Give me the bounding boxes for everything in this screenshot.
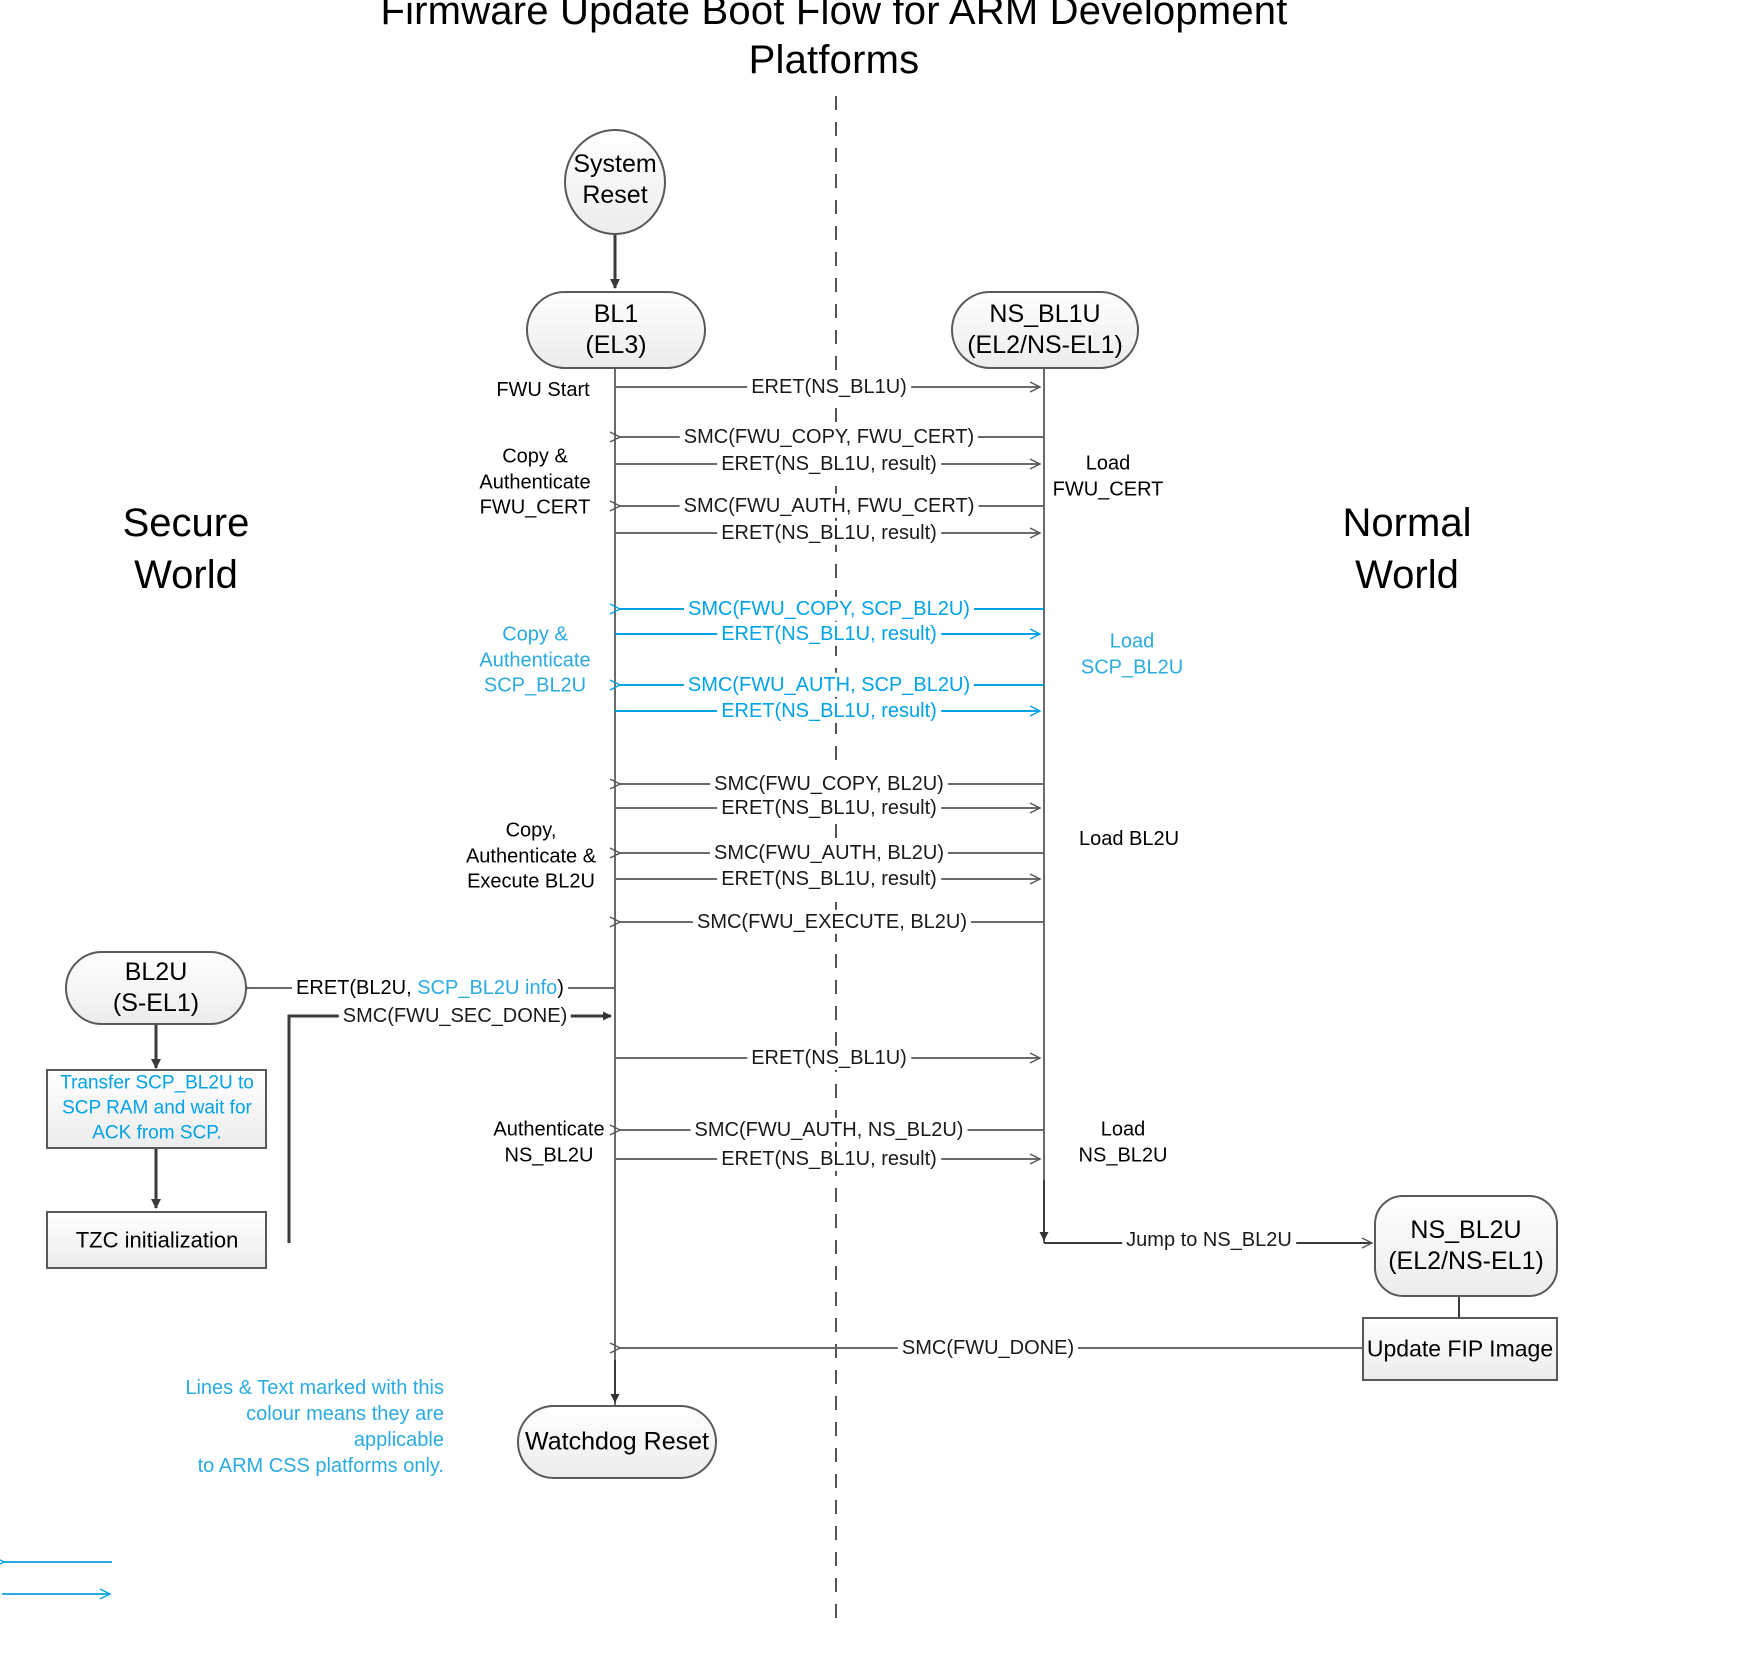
- node-bl1-shape: [526, 291, 706, 369]
- node-system-reset-label: System Reset: [573, 149, 657, 209]
- right-note-load-fwu-cert: Load FWU_CERT: [1052, 452, 1164, 500]
- node-bl2u-label: BL2U (S-EL1): [112, 957, 200, 1017]
- message-label-m14: SMC(FWU_EXECUTE, BL2U): [692, 909, 972, 935]
- message-label-m3: ERET(NS_BL1U, result): [717, 451, 941, 477]
- secure-world-label: Secure World: [122, 501, 250, 597]
- message-label-m6: SMC(FWU_COPY, SCP_BL2U): [684, 596, 974, 622]
- message-label-m11: ERET(NS_BL1U, result): [717, 795, 941, 821]
- left-note-copy-auth-scp-bl2u: Copy & Authenticate SCP_BL2U: [479, 623, 591, 697]
- node-tzc-box-shape: [46, 1211, 267, 1269]
- message-label-m7: ERET(NS_BL1U, result): [717, 621, 941, 647]
- page-title: Firmware Update Boot Flow for ARM Develo…: [380, 0, 1288, 82]
- eret-bl2u-cyan-part: SCP_BL2U info: [417, 976, 558, 999]
- node-watchdog-reset-label: Watchdog Reset: [525, 1427, 709, 1456]
- node-transfer-box-shape: [46, 1069, 267, 1149]
- normal-world-label: Normal World: [1342, 501, 1472, 597]
- node-update-fip-label: Update FIP Image: [1366, 1335, 1554, 1362]
- message-label-m15: SMC(FWU_SEC_DONE): [338, 1003, 572, 1029]
- legend-label: Lines & Text marked with this colour mea…: [185, 1377, 444, 1477]
- node-ns-bl1u-shape: [951, 291, 1139, 369]
- message-label-m2: SMC(FWU_COPY, FWU_CERT): [679, 424, 979, 450]
- left-note-fwu-start: FWU Start: [496, 379, 590, 402]
- node-system-reset-shape: [564, 129, 666, 235]
- message-label-m10: SMC(FWU_COPY, BL2U): [710, 771, 948, 797]
- message-label-m8: SMC(FWU_AUTH, SCP_BL2U): [683, 672, 975, 698]
- left-note-copy-auth-fwu-cert: Copy & Authenticate FWU_CERT: [479, 445, 591, 519]
- right-note-load-scp-bl2u: Load SCP_BL2U: [1080, 630, 1184, 678]
- message-label-m13: ERET(NS_BL1U, result): [717, 866, 941, 892]
- right-note-load-ns-bl2u: Load NS_BL2U: [1078, 1118, 1168, 1166]
- message-label-m17: SMC(FWU_AUTH, NS_BL2U): [690, 1117, 968, 1143]
- message-label-m1: ERET(NS_BL1U): [747, 374, 911, 400]
- node-update-fip-shape: [1362, 1317, 1558, 1381]
- node-ns-bl1u-label: NS_BL1U (EL2/NS-EL1): [967, 299, 1123, 359]
- message-label-m4: SMC(FWU_AUTH, FWU_CERT): [679, 493, 979, 519]
- message-label-m18: ERET(NS_BL1U, result): [717, 1146, 941, 1172]
- message-label-m9: ERET(NS_BL1U, result): [717, 698, 941, 724]
- node-tzc-box-label: TZC initialization: [75, 1227, 239, 1253]
- node-ns-bl2u-label: NS_BL2U (EL2/NS-EL1): [1388, 1215, 1544, 1275]
- message-label-m16: ERET(NS_BL1U): [747, 1045, 911, 1071]
- node-bl1-label: BL1 (EL3): [585, 299, 647, 359]
- message-label-m5: ERET(NS_BL1U, result): [717, 520, 941, 546]
- node-watchdog-reset-shape: [517, 1405, 717, 1479]
- message-label-m12: SMC(FWU_AUTH, BL2U): [709, 840, 949, 866]
- eret-bl2u-suffix: ): [557, 976, 564, 999]
- left-note-authenticate-ns-bl2u: Authenticate NS_BL2U: [493, 1118, 605, 1166]
- left-note-copy-auth-exec-bl2u: Copy, Authenticate & Execute BL2U: [465, 819, 597, 893]
- message-label-eret-bl2u: ERET(BL2U, SCP_BL2U info): [292, 975, 568, 1001]
- node-transfer-box-label: Transfer SCP_BL2U to SCP RAM and wait fo…: [60, 1072, 254, 1144]
- node-ns-bl2u-shape: [1374, 1195, 1558, 1297]
- eret-bl2u-prefix: ERET(BL2U,: [296, 976, 418, 999]
- right-note-load-bl2u: Load BL2U: [1078, 828, 1180, 851]
- message-label-m19: Jump to NS_BL2U: [1122, 1227, 1296, 1253]
- message-label-m20: SMC(FWU_DONE): [897, 1335, 1079, 1361]
- node-bl2u-shape: [65, 951, 247, 1025]
